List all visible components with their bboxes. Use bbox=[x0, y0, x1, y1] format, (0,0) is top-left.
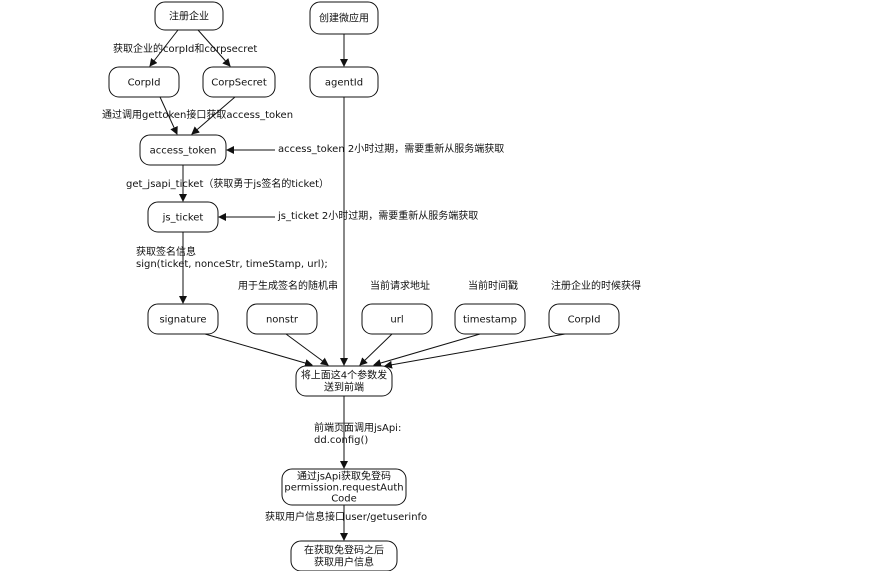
agentid-node: agentId bbox=[309, 66, 379, 98]
agentid-label: agentId bbox=[325, 78, 363, 89]
corpsecret-node: CorpSecret bbox=[202, 66, 276, 98]
js-ticket-node: js_ticket bbox=[147, 201, 219, 233]
text-line: 在获取免登码之后 bbox=[304, 544, 384, 557]
text-line: CorpId bbox=[128, 78, 161, 89]
text-line: 当前时间戳 bbox=[468, 279, 518, 292]
text-line: get_jsapi_ticket（获取勇于js签名的ticket） bbox=[126, 177, 329, 190]
edge-register-to-corpsecret bbox=[197, 29, 231, 67]
timestamp-node: timestamp bbox=[454, 303, 526, 335]
access-token-label: access_token bbox=[150, 146, 217, 157]
url-desc-label: 当前请求地址 bbox=[370, 279, 430, 292]
url-node: url bbox=[361, 303, 433, 335]
text-line: signature bbox=[159, 315, 206, 326]
text-line: 注册企业 bbox=[169, 10, 209, 23]
get-corp-label: 获取企业的corpId和corpsecret bbox=[113, 42, 257, 55]
text-line: permission.requestAuth bbox=[284, 483, 403, 494]
text-line: 获取企业的corpId和corpsecret bbox=[113, 42, 257, 55]
send-frontend-label: 将上面这4个参数发送到前端 bbox=[301, 369, 387, 394]
edge-corpid-to-token bbox=[159, 96, 178, 135]
text-line: 用于生成签名的随机串 bbox=[238, 279, 338, 292]
edge-corpid-to-send bbox=[384, 333, 566, 369]
nonstr-label: nonstr bbox=[266, 315, 299, 326]
corpid-desc-label: 注册企业的时候获得 bbox=[551, 279, 641, 292]
text-line: 获取签名信息 bbox=[136, 245, 196, 258]
url-label: url bbox=[390, 315, 403, 326]
js-ticket-label: js_ticket bbox=[162, 213, 204, 224]
register-corp-node: 注册企业 bbox=[154, 1, 224, 31]
ticket-expire-label: js_ticket 2小时过期，需要重新从服务端获取 bbox=[277, 209, 478, 222]
get-userinfo-label: 在获取免登码之后获取用户信息 bbox=[304, 544, 384, 569]
get-ticket-label: get_jsapi_ticket（获取勇于js签名的ticket） bbox=[126, 177, 329, 190]
text-line: 当前请求地址 bbox=[370, 279, 430, 292]
text-line: access_token 2小时过期，需要重新从服务端获取 bbox=[278, 142, 504, 155]
corpid-top-node: CorpId bbox=[108, 66, 180, 98]
send-frontend-node: 将上面这4个参数发送到前端 bbox=[295, 365, 393, 397]
access-token-node: access_token bbox=[139, 134, 227, 166]
edge-timestamp-to-send bbox=[373, 333, 481, 367]
edge-nonstr-to-send bbox=[285, 333, 329, 366]
text-line: agentId bbox=[325, 78, 363, 89]
text-line: access_token bbox=[150, 146, 217, 157]
text-line: 前端页面调用jsApi: bbox=[314, 421, 401, 434]
text-line: 创建微应用 bbox=[319, 12, 369, 25]
text-line: sign(ticket, nonceStr, timeStamp, url); bbox=[136, 259, 328, 270]
text-line: 注册企业的时候获得 bbox=[551, 279, 641, 292]
text-line: js_ticket bbox=[162, 213, 204, 224]
corpid-bottom-label: CorpId bbox=[568, 315, 601, 326]
text-line: Code bbox=[331, 494, 357, 505]
corpsecret-label: CorpSecret bbox=[211, 78, 267, 89]
text-line: 获取用户信息接口user/getuserinfo bbox=[265, 510, 427, 523]
create-app-node: 创建微应用 bbox=[309, 1, 379, 35]
edge-corpsecret-to-token bbox=[191, 96, 236, 135]
edge-register-to-corpid bbox=[149, 29, 179, 67]
nonce-desc-label: 用于生成签名的随机串 bbox=[238, 279, 338, 292]
timestamp-label: timestamp bbox=[463, 315, 517, 326]
create-app-label: 创建微应用 bbox=[319, 12, 369, 25]
text-line: 获取用户信息 bbox=[314, 556, 374, 569]
time-desc-label: 当前时间戳 bbox=[468, 279, 518, 292]
text-line: timestamp bbox=[463, 315, 517, 326]
userinfo-api-label: 获取用户信息接口user/getuserinfo bbox=[265, 510, 427, 523]
nonstr-node: nonstr bbox=[246, 303, 318, 335]
text-line: js_ticket 2小时过期，需要重新从服务端获取 bbox=[277, 209, 478, 222]
text-line: 通过调用gettoken接口获取access_token bbox=[102, 108, 293, 121]
corpid-top-label: CorpId bbox=[128, 78, 161, 89]
register-corp-label: 注册企业 bbox=[169, 10, 209, 23]
edge-url-to-send bbox=[359, 333, 393, 366]
text-line: CorpSecret bbox=[211, 78, 267, 89]
text-line: nonstr bbox=[266, 315, 299, 326]
corpid-bottom-node: CorpId bbox=[548, 303, 620, 335]
signature-node: signature bbox=[147, 303, 219, 335]
text-line: 通过jsApi获取免登码 bbox=[297, 470, 391, 483]
edge-signature-to-send bbox=[204, 333, 313, 367]
token-expire-label: access_token 2小时过期，需要重新从服务端获取 bbox=[278, 142, 504, 155]
text-line: CorpId bbox=[568, 315, 601, 326]
get-token-label: 通过调用gettoken接口获取access_token bbox=[102, 108, 293, 121]
text-line: dd.config() bbox=[314, 435, 368, 446]
text-line: url bbox=[390, 315, 403, 326]
frontend-call-label: 前端页面调用jsApi:dd.config() bbox=[314, 421, 401, 446]
get-userinfo-node: 在获取免登码之后获取用户信息 bbox=[290, 540, 398, 571]
text-line: 送到前端 bbox=[324, 381, 364, 394]
signature-label: signature bbox=[159, 315, 206, 326]
text-line: 将上面这4个参数发 bbox=[301, 369, 387, 382]
